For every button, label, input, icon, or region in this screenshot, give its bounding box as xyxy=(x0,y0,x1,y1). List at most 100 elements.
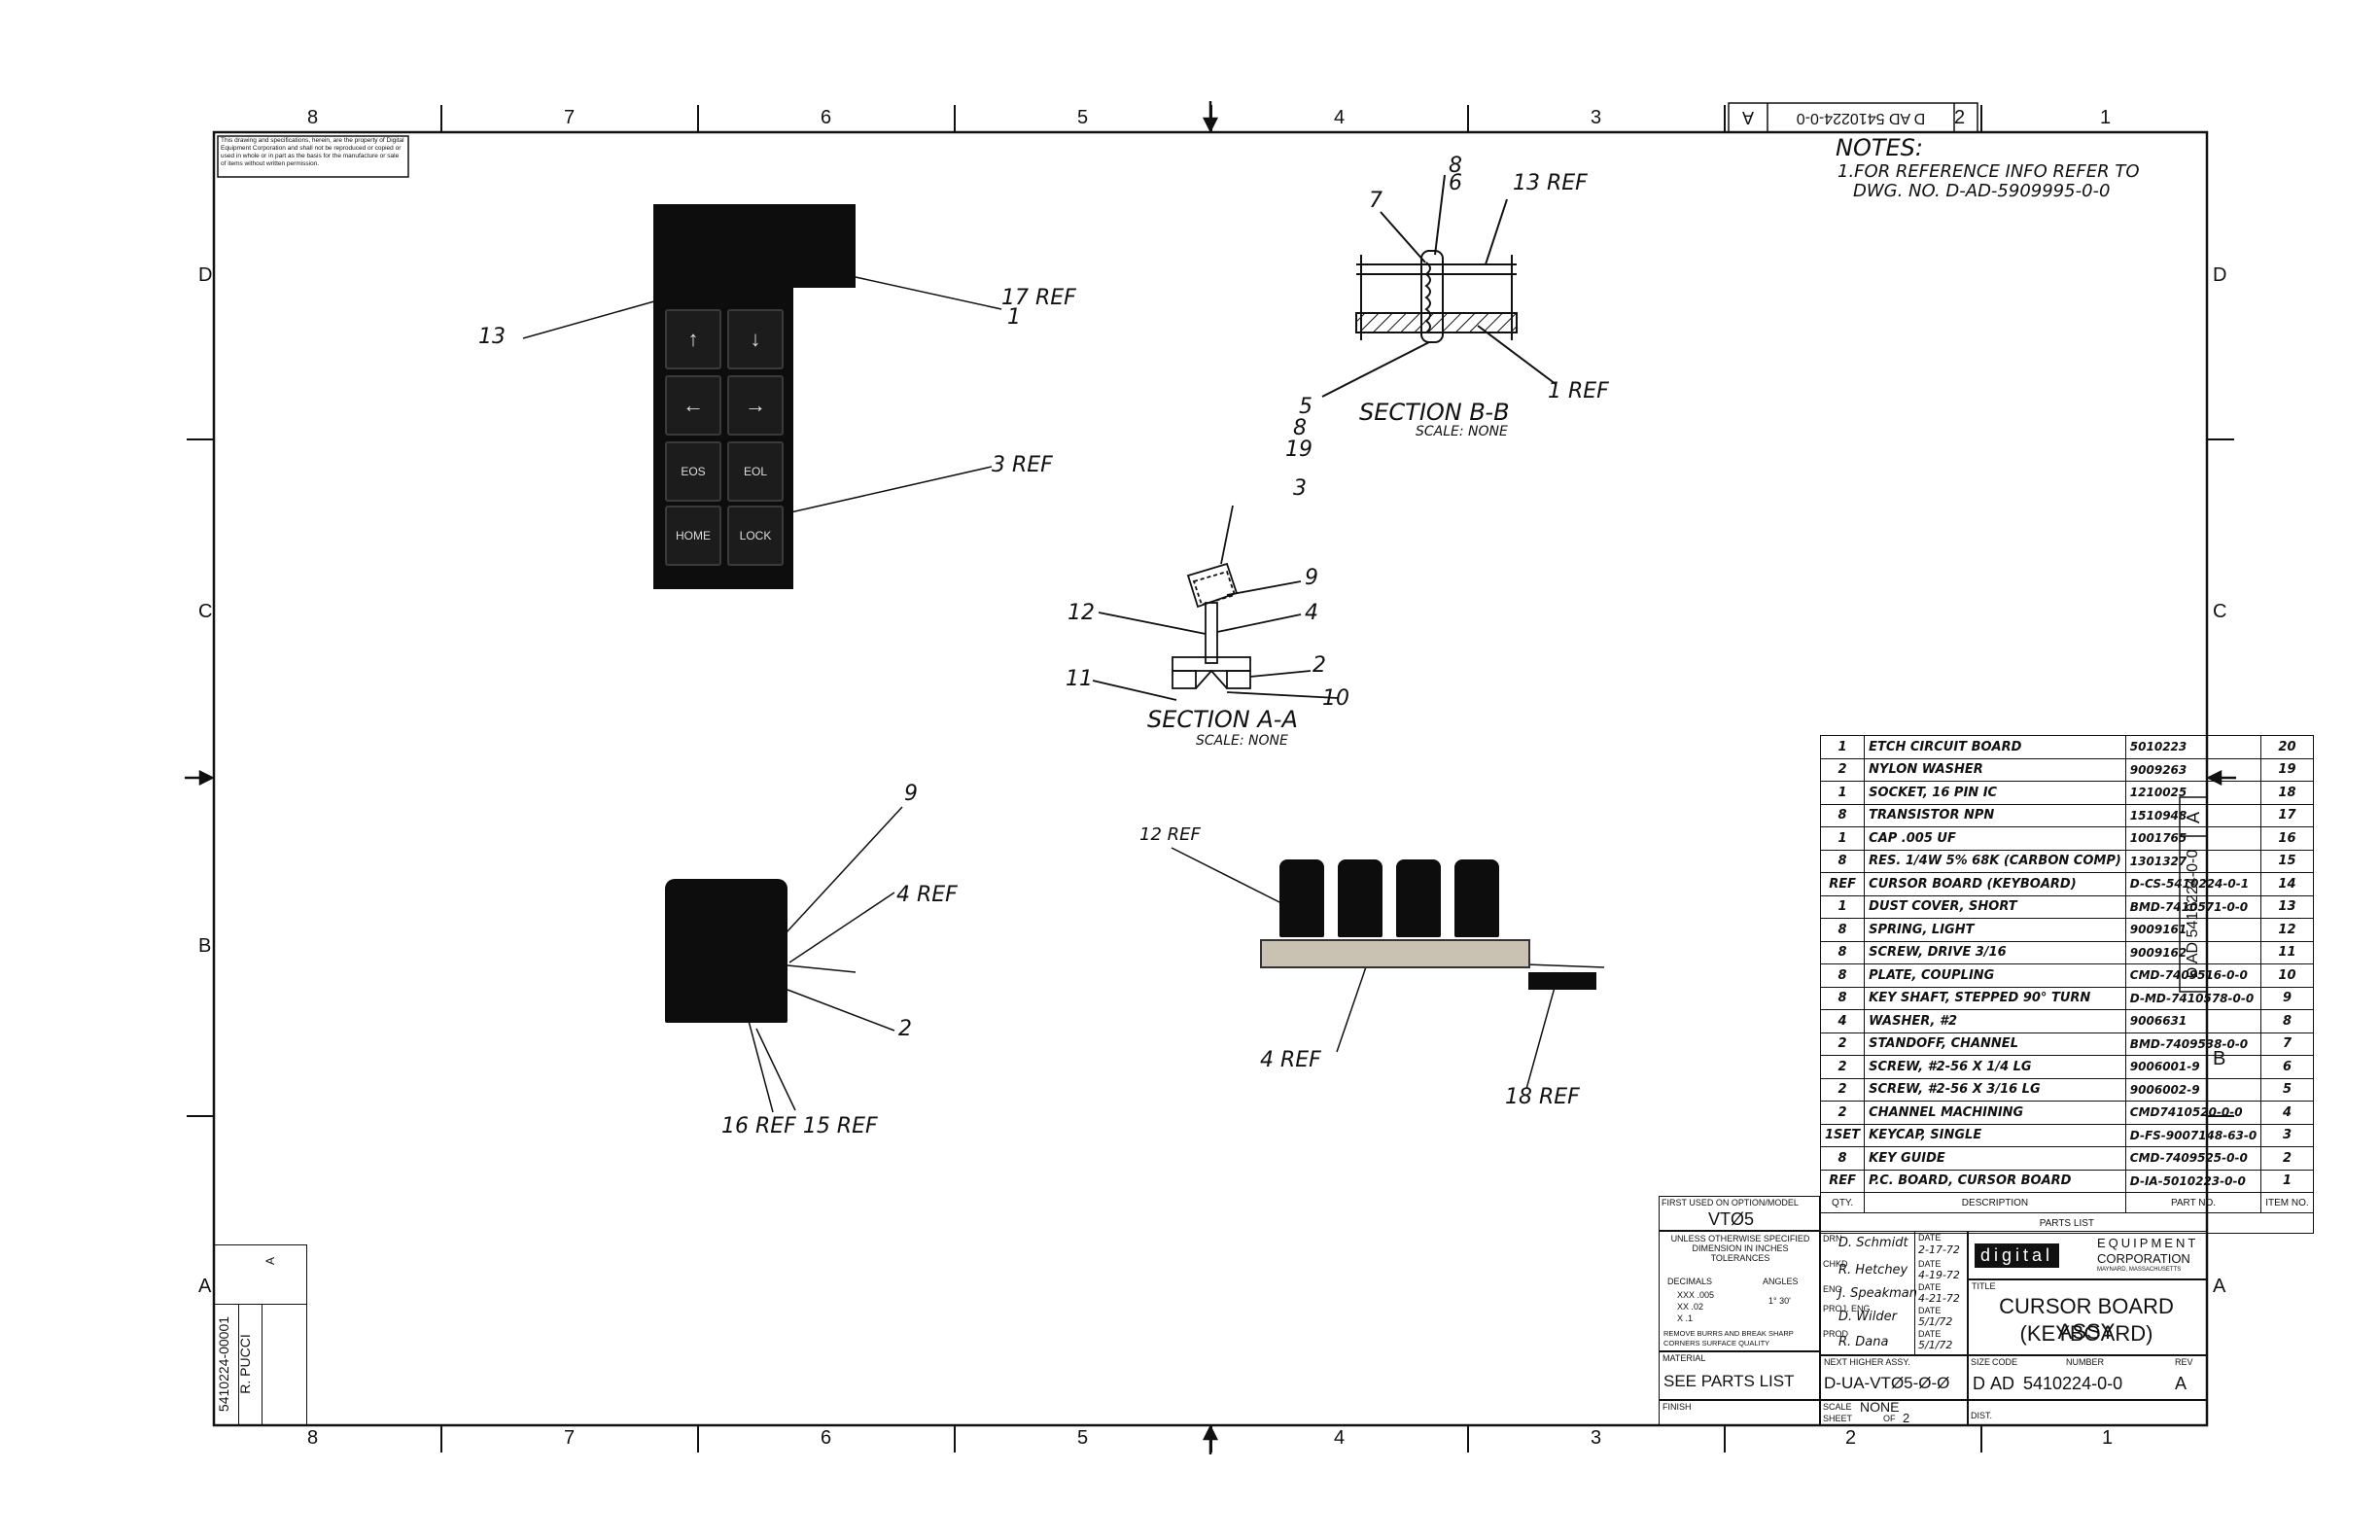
zone-top-3: 3 xyxy=(1591,107,1602,128)
parts-list-desc: RES. 1/4W 5% 68K (CARBON COMP) xyxy=(1864,849,2126,873)
number-block: SIZE CODE NUMBER REV D AD 5410224-0-0 A xyxy=(1968,1355,2207,1400)
parts-list-desc: PLATE, COUPLING xyxy=(1864,963,2126,988)
key-home: HOME xyxy=(665,506,721,566)
parts-list-item: 15 xyxy=(2260,849,2314,873)
burrs-note: REMOVE BURRS AND BREAK SHARP CORNERS SUR… xyxy=(1663,1329,1794,1348)
board-photo-key-3 xyxy=(1396,859,1441,937)
parts-list-qty: 2 xyxy=(1819,757,1866,782)
drn-date: 2-17-72 xyxy=(1918,1243,1960,1256)
parts-list-part: 1301327 xyxy=(2124,849,2262,873)
parts-list-item: 3 xyxy=(2260,1123,2314,1147)
parts-list-qty: 2 xyxy=(1819,1055,1866,1079)
parts-list-part: 9006001-9 xyxy=(2124,1055,2262,1079)
parts-list-item: 17 xyxy=(2260,803,2314,827)
section-a-a-title: SECTION A-A xyxy=(1147,706,1298,733)
parts-list-item: 10 xyxy=(2260,963,2314,988)
parts-list-desc: CAP .005 UF xyxy=(1864,826,2126,851)
date-label-5: DATE xyxy=(1918,1329,1942,1339)
sheet-total: 2 xyxy=(1903,1411,1910,1425)
parts-list-header-part: PART NO. xyxy=(2124,1192,2262,1213)
zone-top-1: 1 xyxy=(2100,107,2112,128)
parts-list-desc: SCREW, DRIVE 3/16 xyxy=(1864,940,2126,964)
revision-block: 5410224-00001 R. PUCCI A xyxy=(214,1244,307,1426)
date-label-2: DATE xyxy=(1918,1259,1942,1269)
proprietary-notice: This drawing and specifications, herein,… xyxy=(221,137,404,167)
zone-top-7: 7 xyxy=(564,107,576,128)
parts-list-desc: STANDOFF, CHANNEL xyxy=(1864,1032,2126,1056)
board-callout-12-ref: 12 REF xyxy=(1139,824,1201,845)
bb-callout-8: 8 xyxy=(1293,416,1307,440)
revision-number: 5410224-00001 xyxy=(216,1315,231,1413)
code-value: AD xyxy=(1990,1374,2015,1393)
parts-list-qty: 8 xyxy=(1819,849,1866,873)
drawing-title-line-1: CURSOR BOARD ASSY xyxy=(1999,1294,2174,1344)
sheet-of: OF xyxy=(1883,1414,1896,1423)
parts-list-desc: SCREW, #2-56 X 3/16 LG xyxy=(1864,1077,2126,1102)
parts-list-part: D-IA-5010223-0-0 xyxy=(2124,1169,2262,1193)
callout-3-ref: 3 REF xyxy=(992,453,1053,477)
parts-list-item: 12 xyxy=(2260,918,2314,942)
tol-angle: 1° 30' xyxy=(1768,1296,1791,1306)
parts-list-caption: PARTS LIST xyxy=(1820,1212,2314,1234)
top-stamp-box xyxy=(1728,102,1978,133)
scale-label: SCALE xyxy=(1823,1402,1852,1412)
code-label: CODE xyxy=(1992,1357,2018,1367)
top-stamp-rev: A xyxy=(1742,108,1755,127)
company-line-1: EQUIPMENT xyxy=(2097,1236,2199,1250)
callout-17-ref: 17 REF xyxy=(1001,286,1076,310)
callout-1: 1 xyxy=(1007,305,1021,330)
tol-xxx: XXX .005 xyxy=(1677,1290,1715,1300)
parts-list-qty: 8 xyxy=(1819,986,1866,1010)
parts-list-part: 9009263 xyxy=(2124,757,2262,782)
parts-list-desc: TRANSISTOR NPN xyxy=(1864,803,2126,827)
proj-date: 5/1/72 xyxy=(1918,1315,1953,1328)
first-used-block: FIRST USED ON OPTION/MODEL VTØ5 xyxy=(1659,1196,1820,1231)
top-stamp-number: D AD 5410224-0-0 xyxy=(1796,110,1926,126)
aa-callout-9: 9 xyxy=(1305,566,1318,590)
parts-list-caption-row: PARTS LIST xyxy=(1820,1212,2314,1234)
parts-list-qty: 8 xyxy=(1819,803,1866,827)
parts-list-qty: REF xyxy=(1819,1169,1866,1193)
parts-list-item: 14 xyxy=(2260,872,2314,896)
key-left: ← xyxy=(665,375,721,436)
eng-label: ENG xyxy=(1823,1284,1842,1294)
parts-list-part: 9006631 xyxy=(2124,1009,2262,1033)
parts-list-desc: CHANNEL MACHINING xyxy=(1864,1101,2126,1125)
parts-list-desc: KEY SHAFT, STEPPED 90° TURN xyxy=(1864,986,2126,1010)
decimals-label: DECIMALS xyxy=(1667,1277,1713,1286)
bb-callout-5: 5 xyxy=(1299,395,1312,419)
parts-list-item: 9 xyxy=(2260,986,2314,1010)
parts-list-desc: KEY GUIDE xyxy=(1864,1146,2126,1171)
eng-signature: J. Speakman xyxy=(1838,1286,1917,1301)
drn-label: DRN xyxy=(1823,1234,1842,1243)
parts-list-header-desc: DESCRIPTION xyxy=(1864,1192,2126,1213)
zone-bottom-3: 3 xyxy=(1591,1427,1602,1449)
dist-label: DIST. xyxy=(1971,1411,1993,1420)
parts-list-item: 2 xyxy=(2260,1146,2314,1171)
parts-list-header-qty: QTY. xyxy=(1819,1192,1866,1213)
next-higher-block: NEXT HIGHER ASSY. D-UA-VTØ5-Ø-Ø xyxy=(1820,1355,1968,1400)
key-eol: EOL xyxy=(727,441,784,502)
chkd-signature: R. Hetchey xyxy=(1838,1263,1908,1278)
aa-callout-10: 10 xyxy=(1322,686,1349,711)
parts-list-part: BMD-7409538-0-0 xyxy=(2124,1032,2262,1056)
rev-label: REV xyxy=(2175,1357,2193,1367)
parts-list-part: 9009161 xyxy=(2124,918,2262,942)
chkd-date: 4-19-72 xyxy=(1918,1269,1960,1281)
company-logo: digital xyxy=(1975,1243,2060,1268)
callout-13: 13 xyxy=(478,325,506,349)
zone-top-2: 2 xyxy=(1954,107,1966,128)
parts-list-qty: 4 xyxy=(1819,1009,1866,1033)
material-value: SEE PARTS LIST xyxy=(1663,1372,1795,1390)
